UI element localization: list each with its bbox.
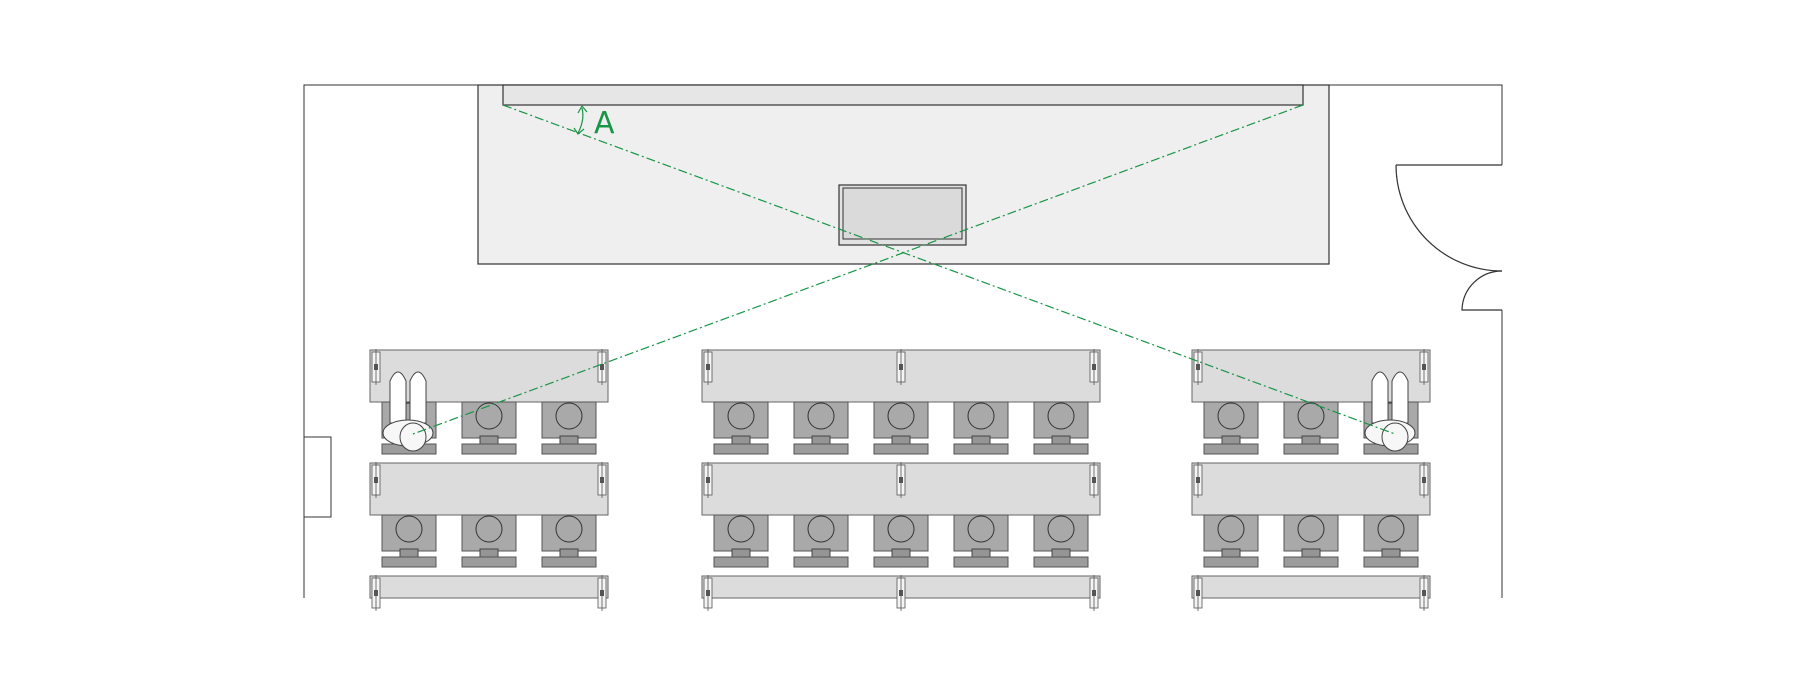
- viewing-angle-label: A: [594, 106, 615, 141]
- table-leg: [703, 575, 713, 611]
- chair: [713, 401, 769, 455]
- table-leg: [1193, 575, 1203, 611]
- viewer-person: [1364, 371, 1416, 452]
- table-leg: [1419, 349, 1429, 385]
- table-block-center: [701, 349, 1101, 611]
- chair: [953, 401, 1009, 455]
- door-swing-arc: [1395, 164, 1503, 272]
- viewing-angle-arrow-top: [577, 104, 588, 114]
- table-top: [369, 575, 609, 599]
- chair: [873, 514, 929, 568]
- table-row: [369, 462, 609, 568]
- door-leaf: [1461, 270, 1503, 311]
- table-leg: [1089, 462, 1099, 498]
- lectern-top: [842, 187, 963, 240]
- table-leg: [1419, 575, 1429, 611]
- chair: [381, 514, 437, 568]
- table-block-left: [369, 349, 609, 611]
- table-block-right: [1191, 349, 1431, 611]
- projection-screen: [502, 84, 1304, 106]
- door: [1395, 164, 1503, 311]
- chair: [1203, 401, 1259, 455]
- chair: [873, 401, 929, 455]
- chair: [1283, 514, 1339, 568]
- chair: [1033, 514, 1089, 568]
- viewers: [382, 371, 1416, 452]
- table-row: [369, 575, 609, 611]
- table-top: [1191, 575, 1431, 599]
- table-leg: [896, 462, 906, 498]
- table-row: [1191, 575, 1431, 611]
- viewing-angle-arc: [577, 107, 584, 134]
- table-leg: [1193, 462, 1203, 498]
- table-row: [701, 349, 1101, 455]
- chair: [953, 514, 1009, 568]
- table-leg: [703, 349, 713, 385]
- table-leg: [1089, 349, 1099, 385]
- chair: [1363, 514, 1419, 568]
- table-leg: [703, 462, 713, 498]
- viewer-legs: [409, 371, 427, 424]
- lectern: [838, 184, 967, 246]
- chair: [461, 401, 517, 455]
- table-top: [1191, 462, 1431, 516]
- table-leg: [371, 575, 381, 611]
- table-top: [369, 462, 609, 516]
- table-leg: [1089, 575, 1099, 611]
- viewer-person: [382, 371, 434, 452]
- viewer-legs: [1391, 371, 1409, 424]
- chair: [541, 401, 597, 455]
- chair: [1283, 401, 1339, 455]
- viewer-legs: [389, 371, 407, 424]
- table-leg: [896, 575, 906, 611]
- sight-lines: [412, 104, 1396, 435]
- table-leg: [371, 462, 381, 498]
- viewing-angle-arrow-bottom: [573, 127, 585, 135]
- chair: [793, 514, 849, 568]
- table-leg: [371, 349, 381, 385]
- table-row: [701, 462, 1101, 568]
- table-leg: [597, 575, 607, 611]
- table-leg: [597, 349, 607, 385]
- table-leg: [597, 462, 607, 498]
- table-row: [701, 575, 1101, 611]
- left-wall-niche: [304, 436, 332, 518]
- viewer-head: [1381, 422, 1409, 452]
- chair: [461, 514, 517, 568]
- chair: [541, 514, 597, 568]
- viewer-head: [399, 422, 427, 452]
- chair: [713, 514, 769, 568]
- viewer-legs: [1371, 371, 1389, 424]
- seating-area: [369, 349, 1431, 611]
- chair: [793, 401, 849, 455]
- sight-line-left-viewer: [412, 104, 1304, 435]
- viewing-angle-indicator: A: [573, 104, 615, 141]
- table-leg: [1419, 462, 1429, 498]
- chair: [1203, 514, 1259, 568]
- table-row: [1191, 462, 1431, 568]
- table-top: [1191, 349, 1431, 403]
- sight-line-right-viewer: [502, 104, 1396, 435]
- table-leg: [896, 349, 906, 385]
- chair: [1033, 401, 1089, 455]
- table-leg: [1193, 349, 1203, 385]
